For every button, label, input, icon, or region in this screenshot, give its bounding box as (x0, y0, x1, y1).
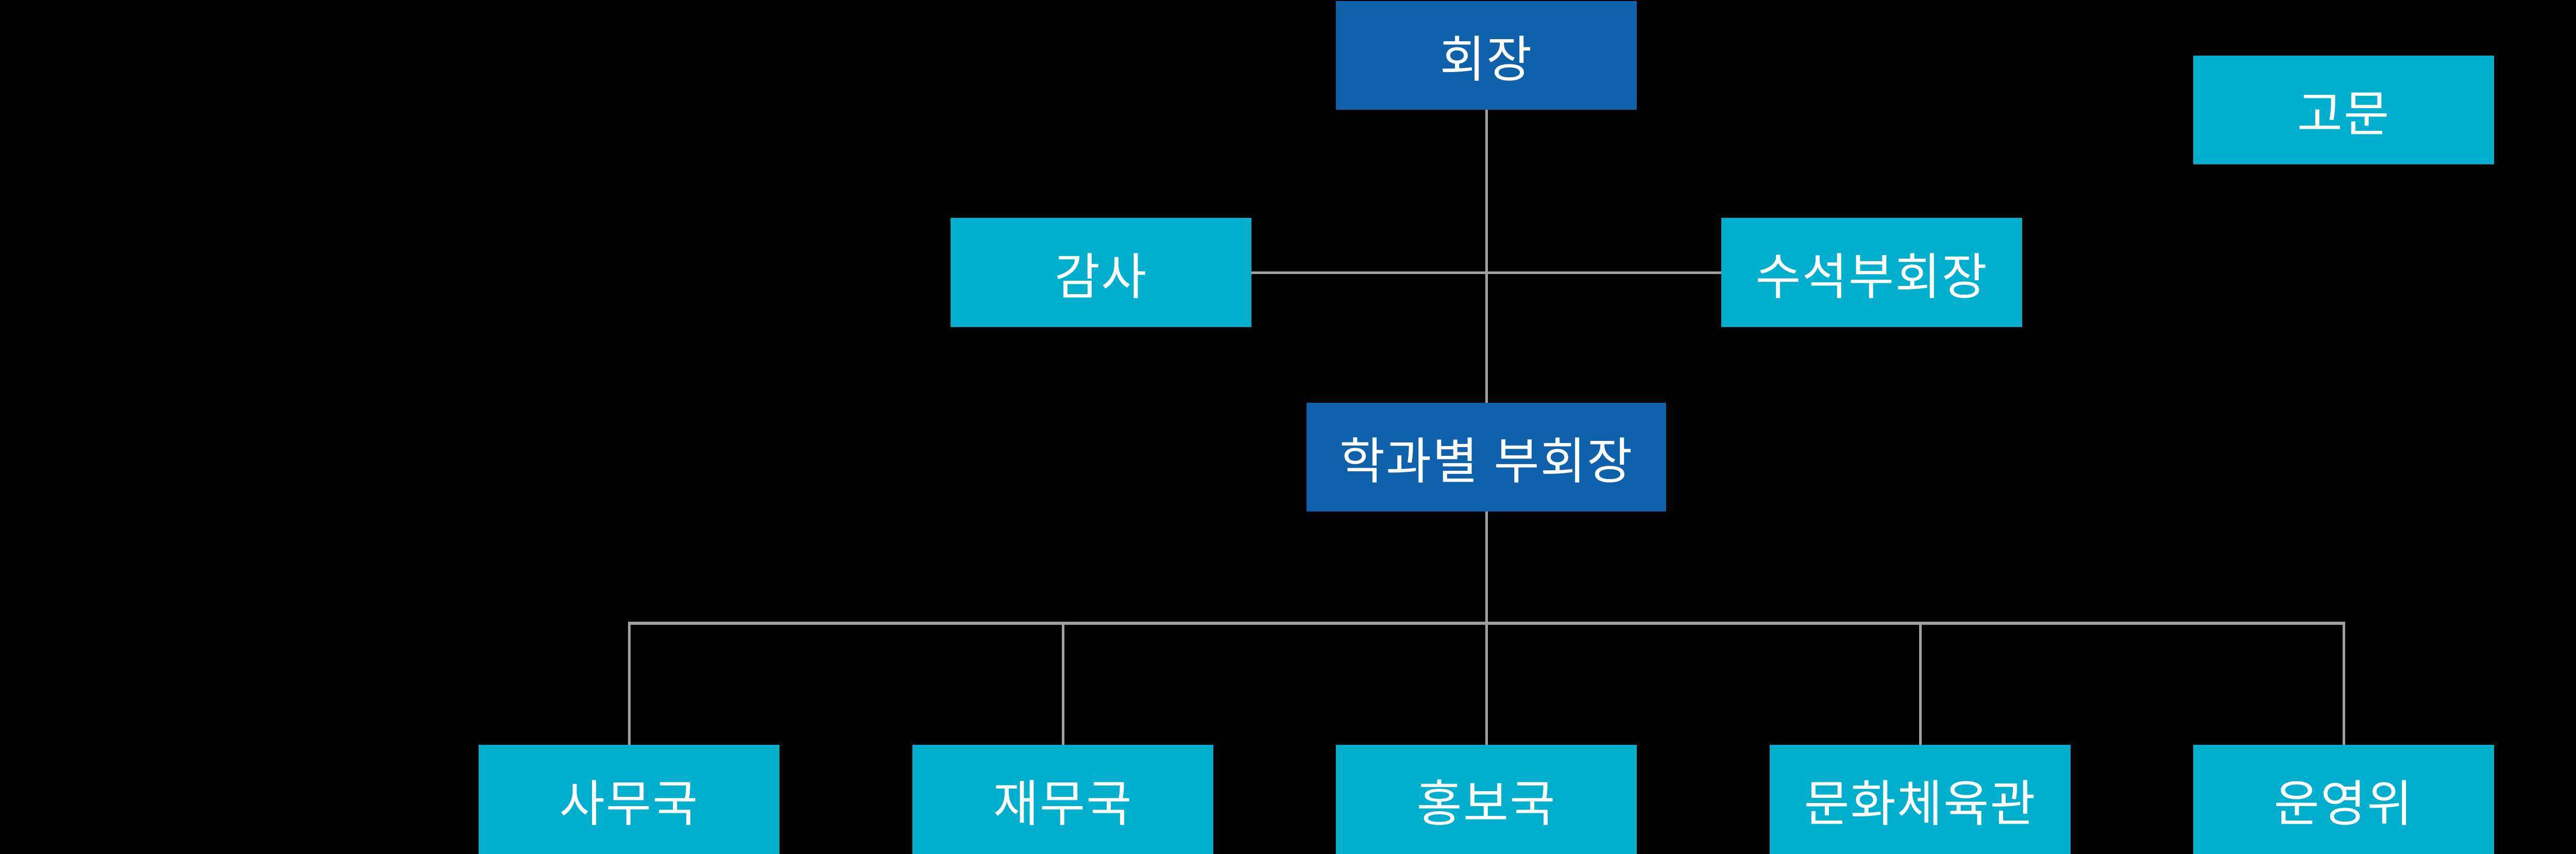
org-node-label-secretariat: 사무국 (559, 776, 699, 832)
org-node-label-finance-bureau: 재무국 (993, 776, 1133, 832)
org-node-label-pr-bureau: 홍보국 (1416, 776, 1556, 832)
connector-drop-culture-sports-bureau (1919, 622, 1922, 745)
org-node-pr-bureau: 홍보국 (1336, 745, 1637, 854)
connector-chairman-to-dept-vice-chairman (1485, 110, 1488, 403)
org-node-senior-vice-chairman: 수석부회장 (1721, 218, 2022, 327)
org-node-operations-committee: 운영위 (2193, 745, 2494, 854)
org-node-secretariat: 사무국 (479, 745, 779, 854)
connector-auditor-to-senior-vice-chairman (1251, 271, 1721, 274)
org-node-chairman: 회장 (1336, 1, 1637, 110)
org-node-auditor: 감사 (951, 218, 1251, 327)
org-node-label-department-vice-chairman: 학과별 부회장 (1339, 434, 1634, 489)
org-node-label-advisor: 고문 (2297, 87, 2391, 142)
org-node-label-culture-sports-bureau: 문화체육관 (1804, 776, 2037, 832)
org-node-label-operations-committee: 운영위 (2274, 776, 2414, 832)
connector-dept-vice-chairman-to-bus (1485, 511, 1488, 745)
org-node-culture-sports-bureau: 문화체육관 (1770, 745, 2071, 854)
org-node-label-auditor: 감사 (1054, 249, 1148, 305)
org-node-department-vice-chairman: 학과별 부회장 (1307, 403, 1666, 511)
connector-drop-finance-bureau (1062, 622, 1064, 745)
connector-drop-operations-committee (2343, 622, 2345, 745)
org-node-advisor: 고문 (2193, 56, 2494, 164)
connector-drop-secretariat (628, 622, 631, 745)
org-node-label-chairman: 회장 (1439, 32, 1533, 88)
connector-bus-horizontal (628, 622, 2345, 625)
org-node-finance-bureau: 재무국 (912, 745, 1213, 854)
org-node-label-senior-vice-chairman: 수석부회장 (1755, 249, 1988, 305)
